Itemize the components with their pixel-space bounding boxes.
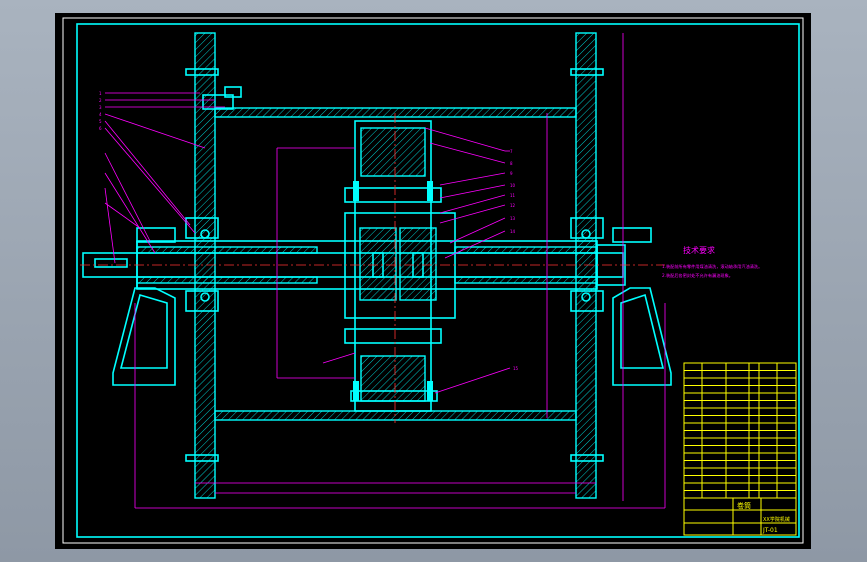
leaders-left bbox=[104, 92, 225, 264]
parts-list bbox=[683, 362, 797, 499]
right-bracket bbox=[612, 227, 672, 386]
tech-title: 技术要求 bbox=[683, 245, 715, 255]
title-block: 卷筒 XX学院机械 JT-01 bbox=[683, 497, 797, 536]
svg-text:9: 9 bbox=[510, 171, 513, 176]
drawing-number: JT-01 bbox=[762, 527, 778, 534]
svg-text:5: 5 bbox=[99, 119, 102, 124]
outer-border bbox=[62, 17, 804, 544]
svg-text:1: 1 bbox=[99, 91, 102, 96]
svg-text:10: 10 bbox=[510, 183, 516, 188]
svg-text:12: 12 bbox=[510, 203, 516, 208]
leaders-right bbox=[322, 127, 511, 394]
svg-text:6: 6 bbox=[99, 126, 102, 131]
drawing-name: 卷筒 bbox=[737, 501, 751, 510]
svg-text:7: 7 bbox=[510, 149, 513, 154]
svg-text:13: 13 bbox=[510, 216, 516, 221]
svg-text:11: 11 bbox=[510, 193, 516, 198]
svg-text:14: 14 bbox=[510, 229, 516, 234]
left-bracket bbox=[112, 227, 176, 386]
svg-text:3: 3 bbox=[99, 105, 102, 110]
tech-line-1: 1.装配前所有零件用煤油清洗，滚动轴承用汽油清洗。 bbox=[662, 263, 762, 270]
gear-hub bbox=[344, 120, 456, 412]
left-flange bbox=[185, 32, 219, 499]
svg-text:8: 8 bbox=[510, 161, 513, 166]
svg-text:15: 15 bbox=[513, 366, 519, 371]
inner-border bbox=[76, 23, 800, 538]
right-flange bbox=[570, 32, 604, 499]
dimensions bbox=[134, 33, 666, 509]
bolts bbox=[200, 181, 591, 401]
tech-line-2: 2.装配后各密封处不允许有漏油现象。 bbox=[662, 272, 733, 279]
svg-text:4: 4 bbox=[99, 112, 102, 117]
technical-requirements: 技术要求 1.装配前所有零件用煤油清洗，滚动轴承用汽油清洗。 2.装配后各密封处… bbox=[662, 245, 762, 279]
svg-text:2: 2 bbox=[99, 98, 102, 103]
company-name: XX学院机械 bbox=[763, 516, 790, 523]
